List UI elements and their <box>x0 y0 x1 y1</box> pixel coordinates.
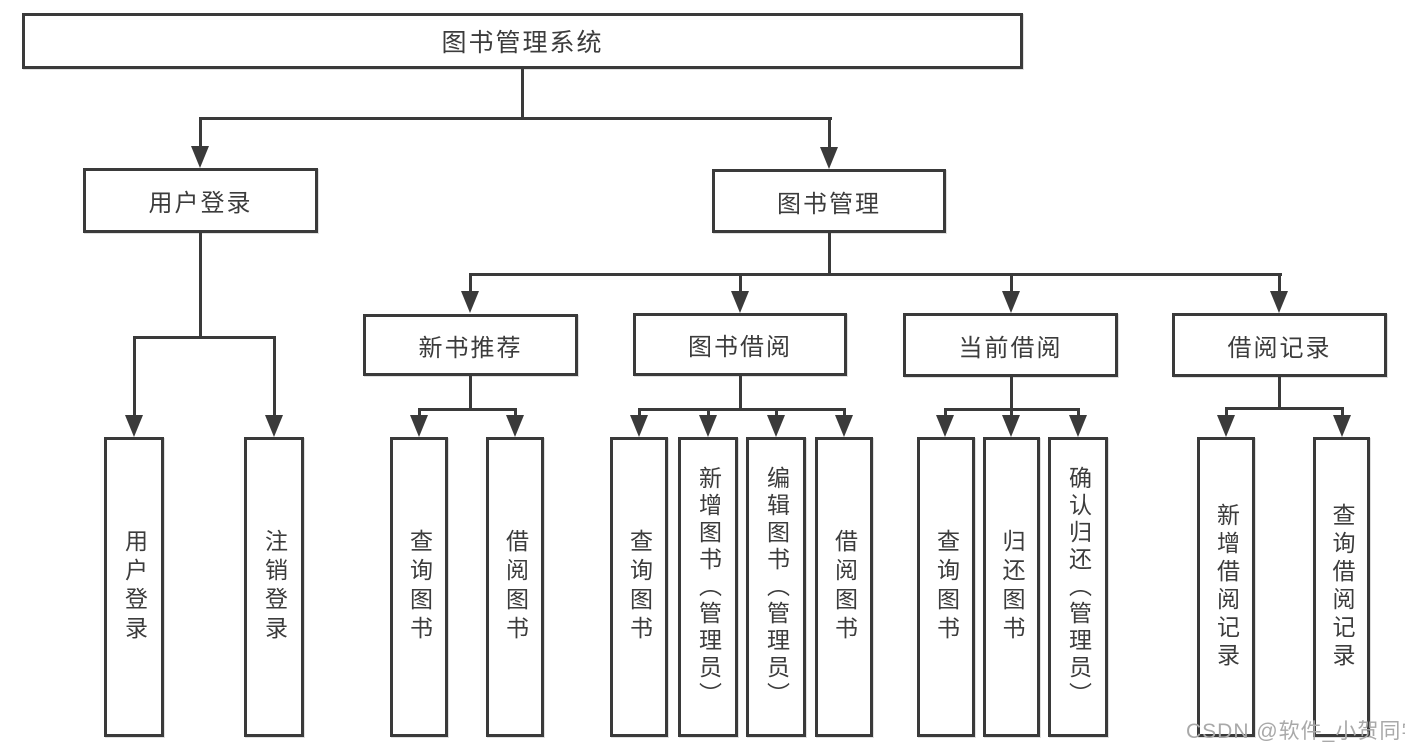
connector-line <box>521 69 524 117</box>
connector-line <box>199 117 202 148</box>
arrowhead-down-icon <box>265 415 283 437</box>
connector-line <box>775 408 778 418</box>
leaf-label: 借阅图书 <box>831 529 858 645</box>
connector-line <box>1077 408 1080 418</box>
connector-line <box>418 408 517 411</box>
connector-line <box>944 408 947 418</box>
leaf-label: 查询借阅记录 <box>1329 503 1355 671</box>
node-user-login: 用户登录 <box>83 168 318 233</box>
connector-line <box>1225 407 1343 410</box>
connector-line <box>828 117 831 149</box>
node-current-borrow: 当前借阅 <box>903 313 1118 377</box>
arrowhead-down-icon <box>1217 415 1235 437</box>
connector-line <box>638 408 846 411</box>
connector-line <box>1010 408 1013 418</box>
node-book-management: 图书管理 <box>712 169 946 233</box>
connector-line <box>469 273 1282 276</box>
connector-line <box>1010 377 1013 410</box>
leaf-label: 用户登录 <box>121 529 148 645</box>
connector-line <box>828 233 831 275</box>
arrowhead-down-icon <box>125 415 143 437</box>
connector-line <box>199 233 202 338</box>
arrowhead-down-icon <box>699 415 717 437</box>
leaf-label: 借阅图书 <box>502 529 529 645</box>
arrowhead-down-icon <box>936 415 954 437</box>
connector-line <box>1341 407 1344 418</box>
arrowhead-down-icon <box>1002 291 1020 313</box>
node-root-library-system: 图书管理系统 <box>22 13 1023 69</box>
leaf-borrow-book: 借阅图书 <box>815 437 873 737</box>
connector-line <box>133 336 136 417</box>
leaf-confirm-return-admin: 确认归还（管理员） <box>1048 437 1108 737</box>
connector-line <box>1010 273 1013 293</box>
arrowhead-down-icon <box>461 291 479 313</box>
node-book-borrow: 图书借阅 <box>633 313 847 376</box>
leaf-label: 新增借阅记录 <box>1213 503 1240 671</box>
csdn-watermark: CSDN @软件_小贺同学 <box>1186 720 1405 743</box>
leaf-label: 归还图书 <box>999 529 1025 645</box>
leaf-logout: 注销登录 <box>244 437 304 737</box>
leaf-query-borrow-record: 查询借阅记录 <box>1313 437 1370 737</box>
connector-line <box>638 408 641 418</box>
leaf-label: 确认归还（管理员） <box>1065 465 1092 709</box>
connector-line <box>514 408 517 418</box>
connector-line <box>199 117 832 120</box>
leaf-add-book-admin: 新增图书（管理员） <box>678 437 738 737</box>
connector-line <box>739 376 742 410</box>
leaf-recommend-query-book: 查询图书 <box>390 437 448 737</box>
connector-line <box>843 408 846 418</box>
leaf-borrow-query-book: 查询图书 <box>610 437 668 737</box>
arrowhead-down-icon <box>1270 291 1288 313</box>
arrowhead-down-icon <box>731 291 749 313</box>
leaf-label: 新增图书（管理员） <box>695 465 722 709</box>
node-new-book-recommend: 新书推荐 <box>363 314 578 376</box>
arrowhead-down-icon <box>1333 415 1351 437</box>
leaf-edit-book-admin: 编辑图书（管理员） <box>746 437 806 737</box>
connector-line <box>469 376 472 410</box>
arrowhead-down-icon <box>767 415 785 437</box>
connector-line <box>1278 377 1281 409</box>
arrowhead-down-icon <box>630 415 648 437</box>
leaf-label: 注销登录 <box>261 529 288 645</box>
connector-line <box>1225 407 1228 418</box>
connector-line <box>133 336 276 339</box>
leaf-label: 查询图书 <box>626 529 653 645</box>
leaf-label: 查询图书 <box>933 529 960 645</box>
connector-line <box>739 273 742 293</box>
leaf-label: 查询图书 <box>406 529 433 645</box>
leaf-current-query-book: 查询图书 <box>917 437 975 737</box>
arrowhead-down-icon <box>191 146 209 168</box>
leaf-add-borrow-record: 新增借阅记录 <box>1197 437 1255 737</box>
leaf-return-book: 归还图书 <box>983 437 1040 737</box>
arrowhead-down-icon <box>835 415 853 437</box>
arrowhead-down-icon <box>1002 415 1020 437</box>
connector-line <box>273 336 276 417</box>
arrowhead-down-icon <box>506 415 524 437</box>
leaf-recommend-borrow-book: 借阅图书 <box>486 437 544 737</box>
node-borrow-records: 借阅记录 <box>1172 313 1387 377</box>
arrowhead-down-icon <box>820 147 838 169</box>
leaf-user-login: 用户登录 <box>104 437 164 737</box>
connector-line <box>469 273 472 293</box>
leaf-label: 编辑图书（管理员） <box>763 465 790 709</box>
arrowhead-down-icon <box>410 415 428 437</box>
connector-line <box>707 408 710 418</box>
connector-line <box>1278 273 1281 293</box>
arrowhead-down-icon <box>1069 415 1087 437</box>
connector-line <box>418 408 421 418</box>
